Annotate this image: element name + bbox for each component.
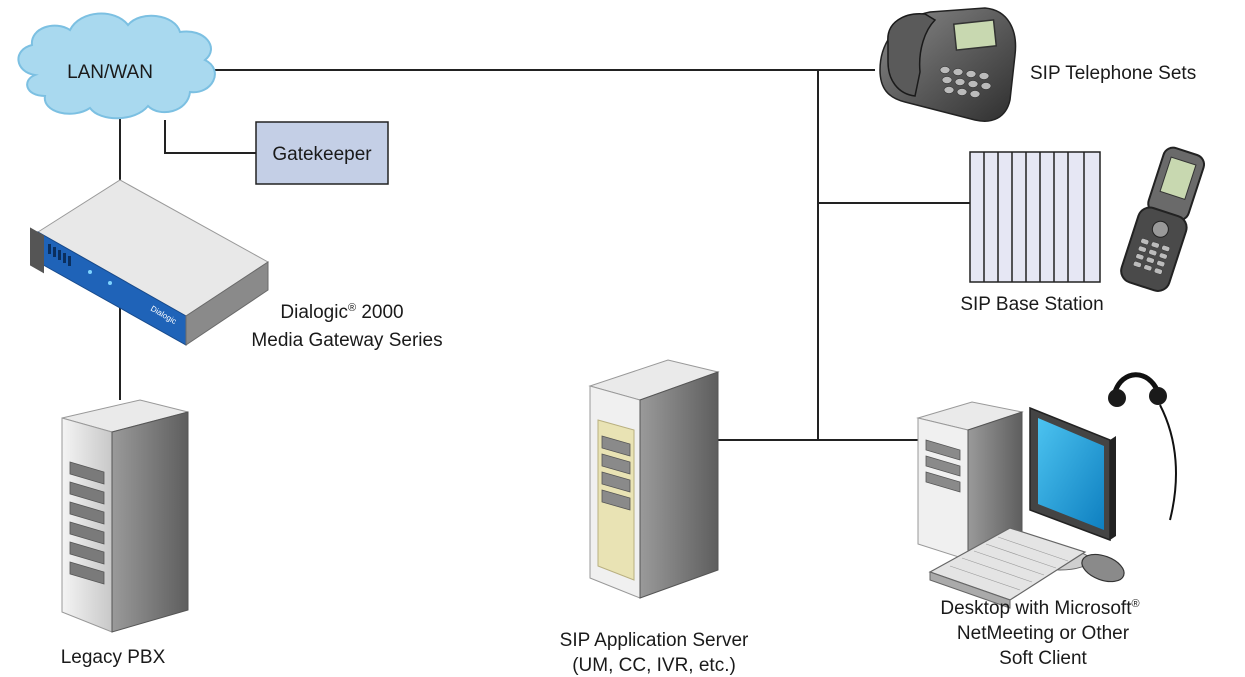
- gateway-label-line2: Media Gateway Series: [251, 330, 442, 351]
- media-gateway-icon: Dialogic: [30, 179, 269, 346]
- connection-lines: [119, 69, 970, 441]
- legacy-pbx-server-icon: [61, 399, 189, 633]
- gatekeeper-label: Gatekeeper: [272, 144, 372, 165]
- app-server-label-line2: (UM, CC, IVR, etc.): [572, 655, 736, 676]
- sip-phone-icon: [879, 7, 1017, 122]
- line-to-gatekeeper: [164, 120, 256, 154]
- pbx-label: Legacy PBX: [61, 647, 166, 668]
- gateway-label-line1: Dialogic® 2000: [280, 302, 403, 323]
- desktop-label-line2: NetMeeting or Other: [957, 623, 1130, 644]
- lan-wan-cloud-icon: [17, 12, 216, 120]
- desktop-computer-icon: [916, 372, 1177, 609]
- desktop-label-line3: Soft Client: [999, 648, 1087, 669]
- mobile-handset-icon: [1120, 146, 1206, 292]
- base-station-icon: [969, 151, 1101, 283]
- base-station-label: SIP Base Station: [960, 294, 1103, 315]
- phones-label: SIP Telephone Sets: [1030, 63, 1196, 84]
- app-server-icon: [588, 359, 720, 599]
- gatekeeper-box: [255, 121, 389, 185]
- app-server-label-line1: SIP Application Server: [560, 630, 749, 651]
- cloud-label: LAN/WAN: [67, 62, 153, 83]
- desktop-label-line1: Desktop with Microsoft®: [940, 598, 1139, 619]
